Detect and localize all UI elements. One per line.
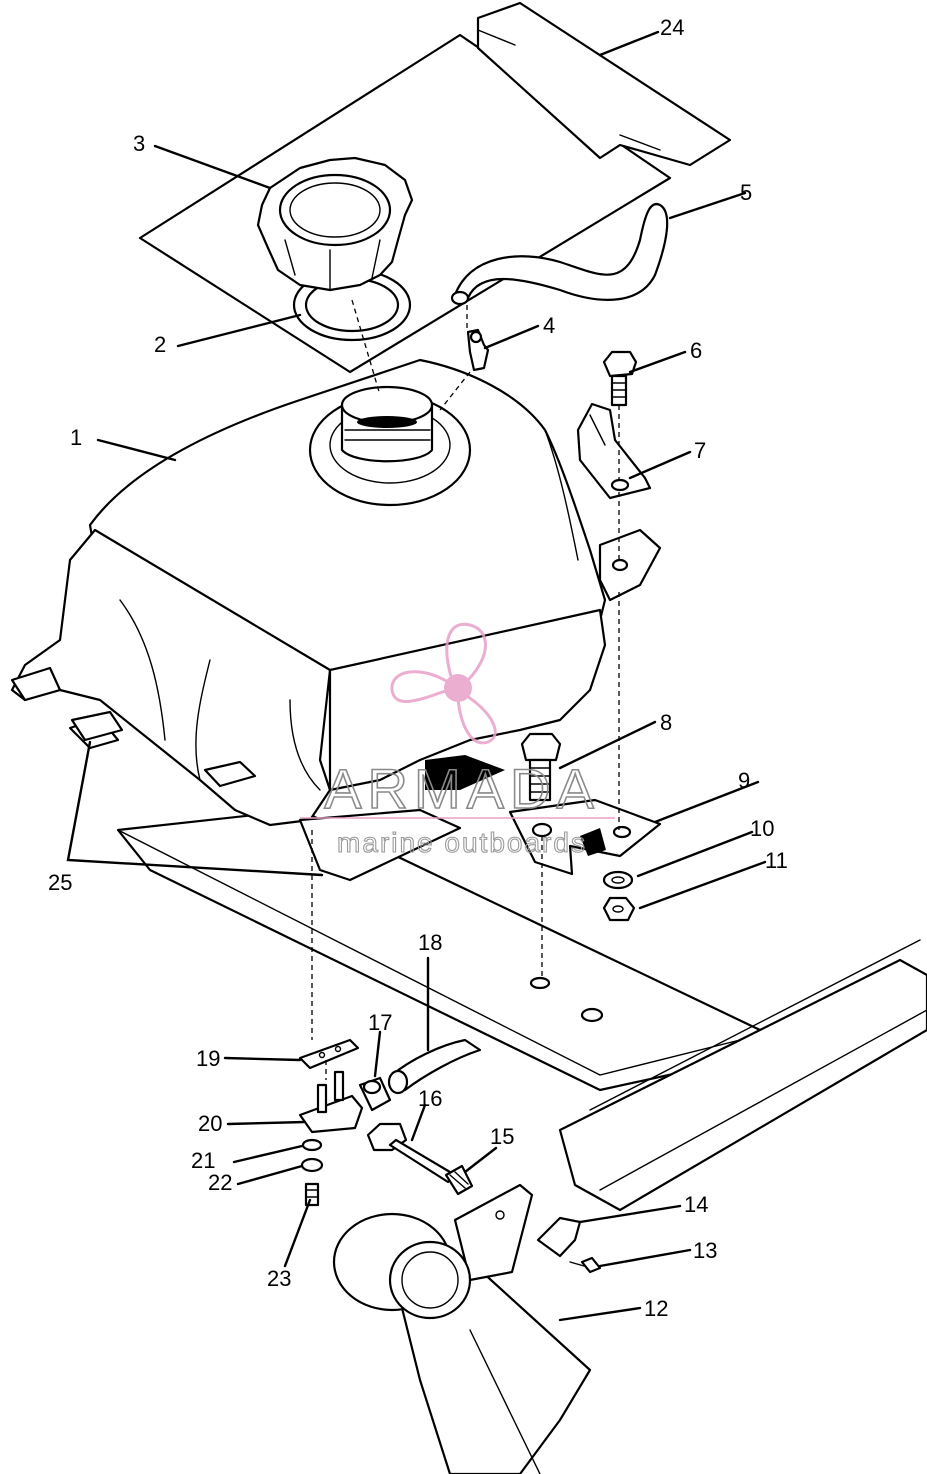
propeller-blade-right <box>456 693 497 745</box>
mounting-pads <box>70 710 462 882</box>
callout-18: 18 <box>418 930 442 955</box>
callout-3: 3 <box>133 131 145 156</box>
callout-5: 5 <box>740 180 752 205</box>
propeller-hub <box>444 674 472 702</box>
upper-bracket-assembly <box>576 350 652 500</box>
callout-23: 23 <box>267 1266 291 1291</box>
callout-10: 10 <box>750 816 774 841</box>
assembly-axis-lines <box>311 299 620 1080</box>
callout-25: 25 <box>48 870 72 895</box>
callout-19: 19 <box>196 1046 220 1071</box>
callout-22: 22 <box>208 1170 232 1195</box>
callout-4: 4 <box>543 313 555 338</box>
filler-cap <box>256 156 414 292</box>
callout-2: 2 <box>154 332 166 357</box>
callout-20: 20 <box>198 1111 222 1136</box>
vent-hose <box>450 202 669 306</box>
fuel-valve-assembly <box>298 1038 392 1207</box>
callout-1: 1 <box>70 425 82 450</box>
propeller-blade-left <box>390 670 450 704</box>
callout-21: 21 <box>191 1148 215 1173</box>
watermark-tagline: marine outboards <box>337 827 587 858</box>
callout-7: 7 <box>694 438 706 463</box>
fuel-line <box>387 1038 482 1095</box>
watermark: ARMADA marine outboards <box>300 622 615 859</box>
seat-pad <box>138 1 732 374</box>
propeller-blade-top <box>445 622 487 682</box>
callout-11: 11 <box>765 848 788 873</box>
callout-14: 14 <box>684 1192 708 1217</box>
callout-6: 6 <box>690 338 702 363</box>
callout-15: 15 <box>490 1124 514 1149</box>
valve-linkage <box>332 1122 602 1320</box>
callout-16: 16 <box>418 1086 442 1111</box>
fuel-tank <box>10 358 662 827</box>
frame <box>116 808 927 1474</box>
callout-13: 13 <box>693 1238 717 1263</box>
watermark-brand: ARMADA <box>324 757 600 820</box>
callout-24: 24 <box>660 15 684 40</box>
callout-12: 12 <box>644 1296 668 1321</box>
callout-8: 8 <box>660 710 672 735</box>
callout-17: 17 <box>368 1010 392 1035</box>
vent-fitting <box>466 328 490 372</box>
leader-lines <box>66 30 767 1322</box>
callout-labels: 1 2 3 4 5 6 7 8 9 10 11 12 13 14 15 16 1… <box>48 15 788 1321</box>
propeller-logo-icon <box>390 622 497 745</box>
callout-9: 9 <box>738 768 750 793</box>
